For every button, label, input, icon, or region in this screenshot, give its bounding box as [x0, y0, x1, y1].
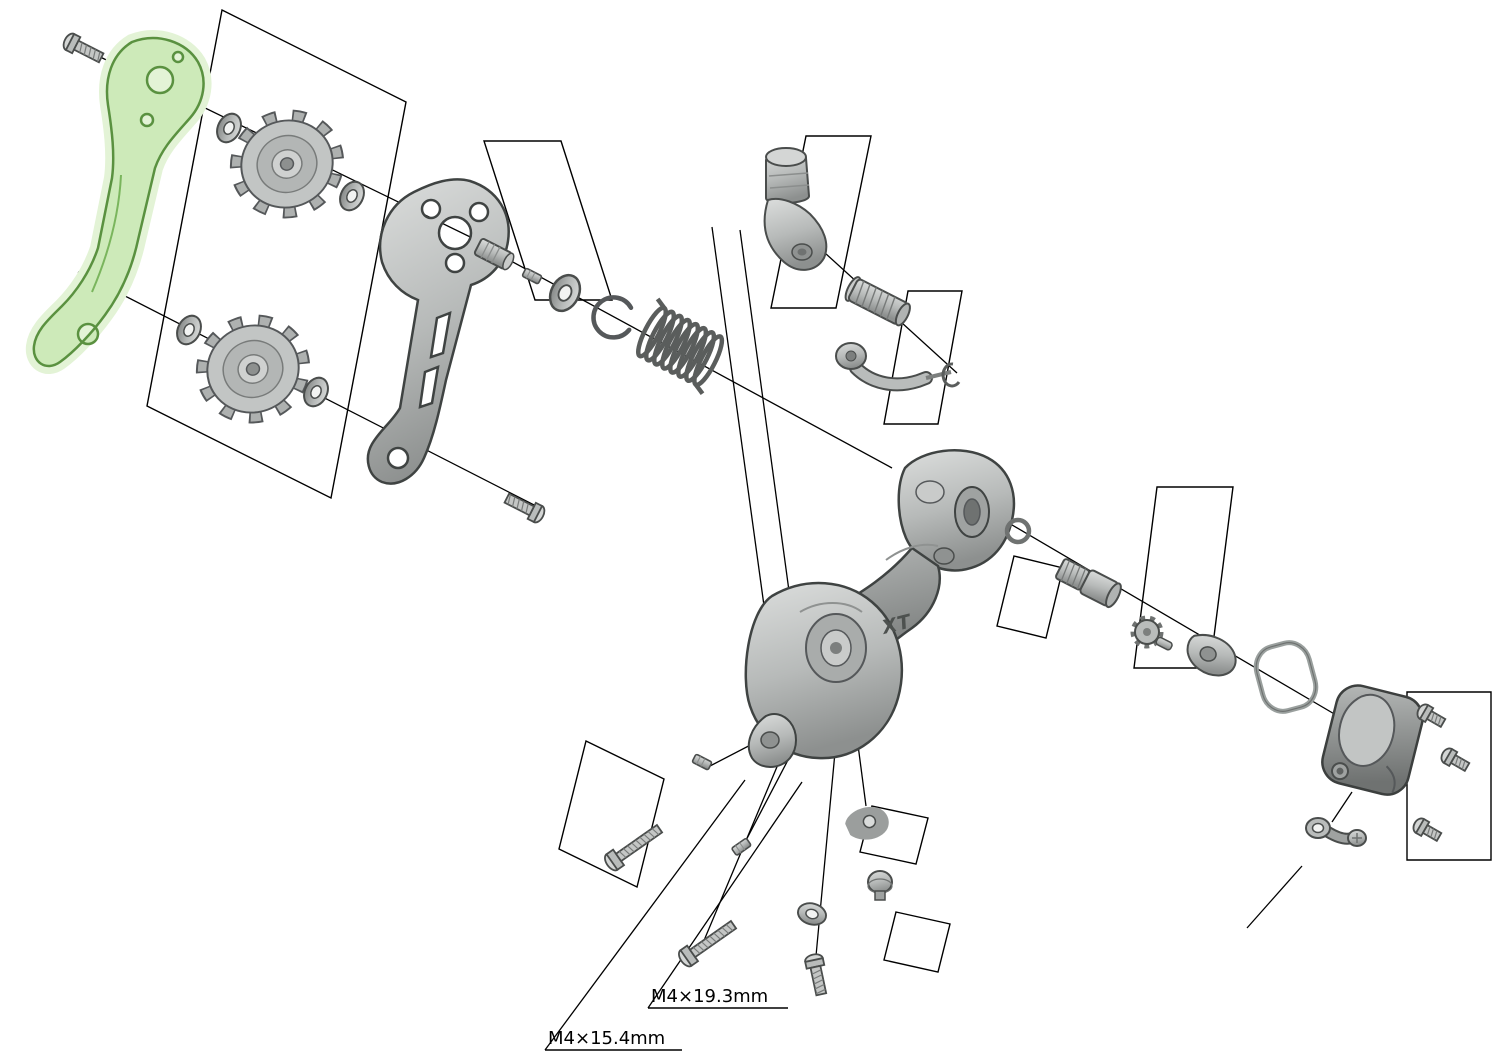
adjust-screw-long-2	[675, 916, 740, 970]
dome-bolt	[867, 870, 893, 901]
threaded-bushing	[844, 276, 911, 327]
mount-stud	[1055, 558, 1122, 609]
cage-stop-bolt	[501, 489, 548, 526]
fixing-bolt	[803, 951, 831, 998]
box-washer-ring	[483, 140, 613, 301]
pulley-washer-3	[171, 310, 207, 350]
derailleur-body: XT	[744, 449, 1016, 768]
pulley-axle-stud	[473, 238, 515, 271]
set-screw	[730, 837, 753, 857]
bushing-pin	[521, 267, 543, 285]
axis-motor-unit	[989, 511, 1349, 723]
mount-pin	[691, 753, 713, 771]
tension-spring	[635, 297, 725, 395]
o-ring	[1004, 517, 1032, 545]
snap-ring	[591, 295, 634, 340]
leader-label-bottom	[544, 779, 746, 1051]
case-bolt-3	[1409, 815, 1444, 845]
flat-washer	[794, 899, 830, 929]
ratchet-gear	[1130, 615, 1173, 651]
inner-plate-ridge	[91, 174, 122, 293]
motor-case-cover	[1321, 684, 1424, 796]
dimension-label-top: M4×19.3mm	[651, 986, 768, 1007]
bracket-axle-unit	[763, 147, 828, 271]
leader-clamp	[1331, 791, 1353, 823]
pulley-washer-1	[211, 108, 247, 148]
box-fixing-bolt	[883, 911, 951, 973]
outer-plate-body	[366, 178, 510, 485]
pulley-washer-2	[334, 176, 370, 216]
cable-lever-arm	[835, 342, 961, 392]
box-case-bolts	[1406, 691, 1492, 861]
cage-pivot-bolt	[60, 30, 107, 67]
tension-pulley	[189, 307, 318, 432]
case-gasket	[1253, 640, 1319, 714]
box-adjust-screws	[558, 739, 665, 889]
case-bolt-2	[1437, 745, 1472, 775]
cam-cover	[1186, 634, 1237, 677]
arm-pin-clip	[941, 362, 961, 388]
leader-label-top	[647, 781, 803, 1009]
outer-cage-plate	[366, 178, 515, 485]
inner-cage-plate-highlighted	[25, 30, 212, 374]
cage-washer	[542, 268, 588, 318]
cable-guide-clamp	[1305, 817, 1367, 847]
hanger-plate	[845, 806, 889, 840]
leader-case	[1246, 865, 1303, 929]
guide-pulley	[223, 102, 352, 227]
box-pulleys	[146, 8, 407, 500]
group-boxes	[146, 8, 1492, 973]
adjust-screw-long-1	[601, 820, 666, 874]
leader-link-a	[711, 226, 773, 665]
dimension-label-bottom: M4×15.4mm	[548, 1028, 665, 1049]
dimension-labels: M4×19.3mm M4×15.4mm	[545, 986, 788, 1051]
box-mount-stud	[996, 555, 1064, 639]
